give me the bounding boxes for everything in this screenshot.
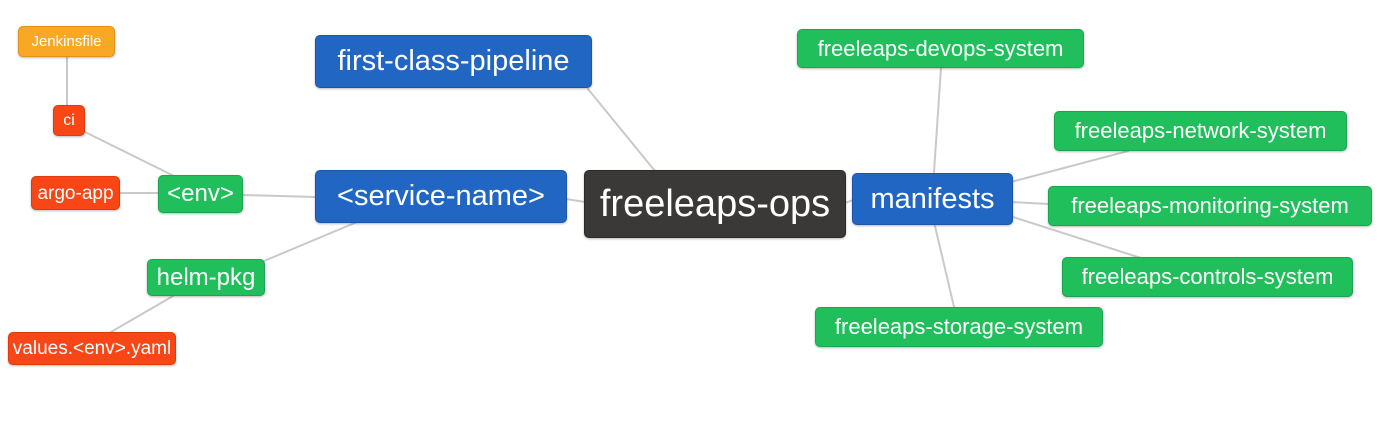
edge-manifests-network bbox=[1010, 150, 1129, 183]
node-env[interactable]: <env> bbox=[158, 175, 243, 213]
edge-manifests-storage bbox=[934, 225, 955, 308]
node-env-label: <env> bbox=[167, 180, 234, 207]
node-freeleaps-ops[interactable]: freeleaps-ops bbox=[584, 170, 846, 238]
node-argo-app-label: argo-app bbox=[37, 182, 114, 204]
node-freeleaps-ops-label: freeleaps-ops bbox=[599, 183, 831, 225]
node-manifests[interactable]: manifests bbox=[852, 173, 1013, 225]
node-freeleaps-controls-system[interactable]: freeleaps-controls-system bbox=[1062, 257, 1353, 297]
edge-ci-env bbox=[82, 130, 177, 178]
node-freeleaps-devops-system-label: freeleaps-devops-system bbox=[817, 35, 1064, 61]
node-argo-app[interactable]: argo-app bbox=[31, 176, 120, 210]
node-values-env-yaml-label: values.<env>.yaml bbox=[12, 338, 172, 359]
node-helm-pkg[interactable]: helm-pkg bbox=[147, 259, 265, 296]
node-values-env-yaml[interactable]: values.<env>.yaml bbox=[8, 332, 176, 365]
node-freeleaps-controls-system-label: freeleaps-controls-system bbox=[1081, 264, 1334, 289]
edge-servicename-freeleapsops bbox=[565, 198, 586, 203]
node-freeleaps-devops-system[interactable]: freeleaps-devops-system bbox=[797, 29, 1084, 68]
node-first-class-pipeline-label: first-class-pipeline bbox=[337, 45, 570, 77]
node-manifests-label: manifests bbox=[870, 182, 995, 215]
edge-freeleapsops-manifests bbox=[844, 199, 854, 204]
edge-helmpkg-servicename bbox=[263, 221, 358, 262]
node-helm-pkg-label: helm-pkg bbox=[156, 263, 256, 291]
node-freeleaps-network-system-label: freeleaps-network-system bbox=[1074, 118, 1327, 143]
edge-manifests-devops bbox=[933, 67, 942, 173]
node-freeleaps-storage-system-label: freeleaps-storage-system bbox=[834, 314, 1084, 339]
node-freeleaps-network-system[interactable]: freeleaps-network-system bbox=[1054, 111, 1347, 151]
node-ci[interactable]: ci bbox=[53, 105, 85, 136]
node-jenkinsfile[interactable]: Jenkinsfile bbox=[18, 26, 115, 57]
node-jenkinsfile-label: Jenkinsfile bbox=[31, 33, 102, 50]
node-service-name-label: <service-name> bbox=[337, 180, 545, 212]
node-service-name[interactable]: <service-name> bbox=[315, 170, 567, 223]
edge-valuesyaml-helmpkg bbox=[110, 295, 174, 333]
edge-manifests-monitoring bbox=[1010, 201, 1050, 205]
edge-manifests-controls bbox=[1009, 215, 1142, 259]
node-freeleaps-monitoring-system-label: freeleaps-monitoring-system bbox=[1071, 193, 1349, 218]
node-first-class-pipeline[interactable]: first-class-pipeline bbox=[315, 35, 592, 88]
node-freeleaps-monitoring-system[interactable]: freeleaps-monitoring-system bbox=[1048, 186, 1372, 226]
edge-env-servicename bbox=[242, 194, 316, 198]
edge-pipeline-freeleapsops bbox=[587, 88, 656, 172]
node-freeleaps-storage-system[interactable]: freeleaps-storage-system bbox=[815, 307, 1103, 347]
node-ci-label: ci bbox=[63, 111, 75, 129]
